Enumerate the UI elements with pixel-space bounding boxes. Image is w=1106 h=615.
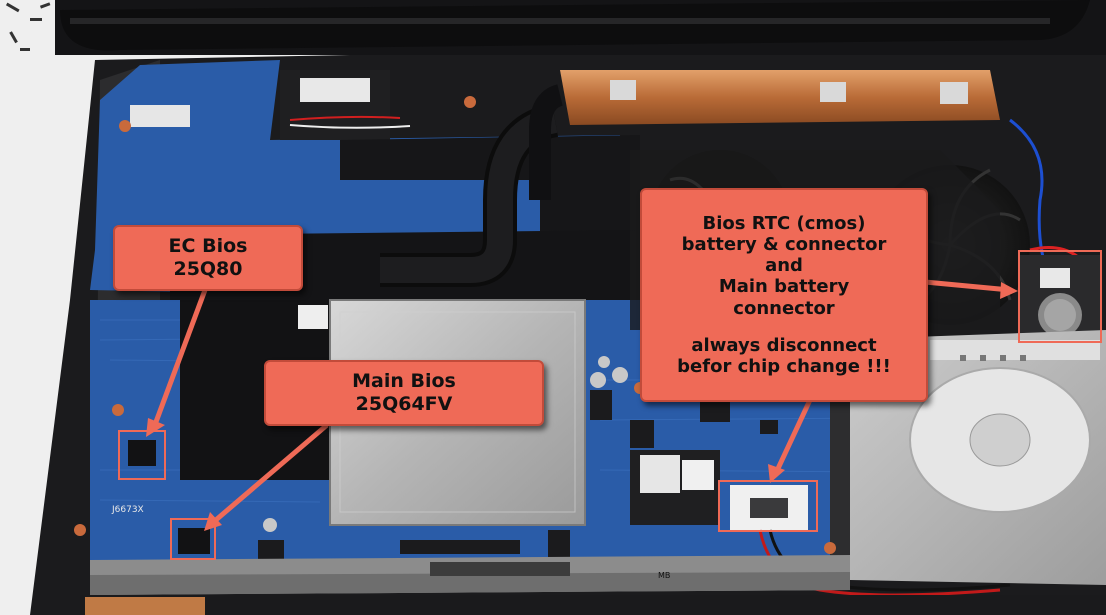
ec-bios-title: EC Bios bbox=[168, 235, 248, 258]
main-bios-chip-highlight bbox=[170, 518, 216, 560]
cmos-arrow-line bbox=[924, 279, 1011, 293]
rtc-warning-1: always disconnect bbox=[691, 334, 877, 356]
rtc-line-2: battery & connector bbox=[681, 233, 887, 255]
rtc-battery-callout: Bios RTC (cmos) battery & connector and … bbox=[640, 188, 928, 402]
rtc-arrowhead bbox=[768, 464, 785, 483]
ec-bios-callout: EC Bios 25Q80 bbox=[113, 225, 303, 291]
rtc-line-3: and bbox=[765, 255, 803, 277]
ec-bios-arrow-line bbox=[150, 289, 208, 431]
ec-bios-chip-highlight bbox=[118, 430, 166, 480]
main-bios-title: Main Bios bbox=[352, 370, 456, 393]
main-bios-arrow-line bbox=[208, 423, 329, 527]
battery-connector-highlight bbox=[718, 480, 818, 532]
chip-marking: J6673X bbox=[111, 505, 144, 515]
cmos-battery-highlight bbox=[1018, 250, 1102, 343]
rtc-line-1: Bios RTC (cmos) bbox=[702, 212, 866, 234]
cmos-arrowhead bbox=[1000, 282, 1018, 299]
ec-bios-arrowhead bbox=[146, 418, 165, 437]
rtc-arrow-line bbox=[772, 398, 813, 477]
mb-silkscreen: MB bbox=[658, 571, 670, 580]
rtc-line-5: connector bbox=[733, 297, 835, 319]
main-bios-arrowhead bbox=[204, 512, 222, 531]
rtc-line-4: Main battery bbox=[718, 276, 850, 298]
rtc-warning-2: befor chip change !!! bbox=[677, 356, 891, 378]
main-bios-part: 25Q64FV bbox=[355, 393, 453, 415]
ec-bios-part: 25Q80 bbox=[173, 258, 243, 280]
main-bios-callout: Main Bios 25Q64FV bbox=[264, 360, 544, 426]
